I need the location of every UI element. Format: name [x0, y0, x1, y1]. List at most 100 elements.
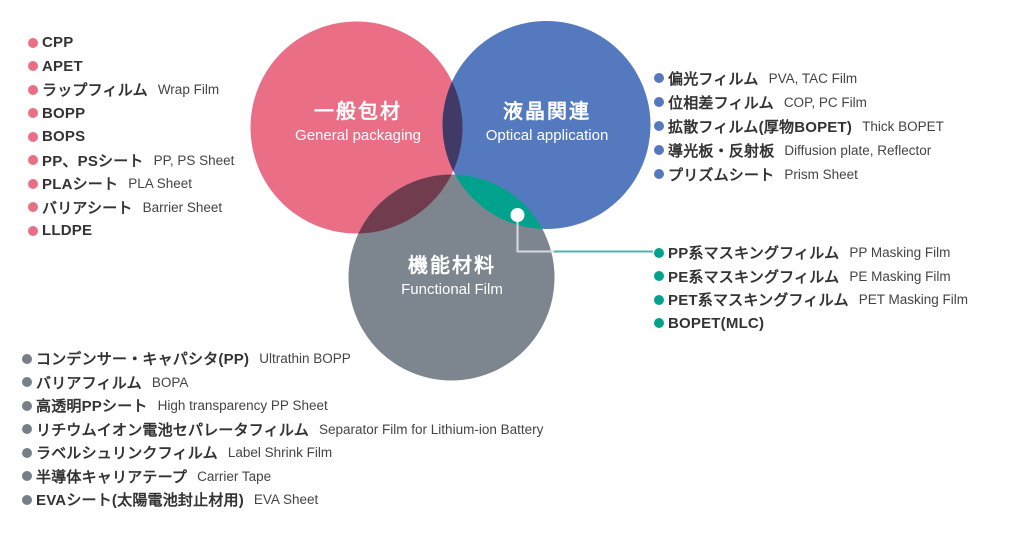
list-item: リチウムイオン電池セパレータフィルム Separator Film for Lit… [22, 418, 543, 442]
list-item: LLDPE [28, 219, 234, 243]
list-functional-film: コンデンサー・キャパシタ(PP) Ultrathin BOPP バリアフィルム BOP… [22, 347, 543, 512]
bullet-icon [28, 84, 38, 95]
bullet-icon [22, 353, 32, 364]
item-label-jp: 半導体キャリアテープ [36, 468, 188, 486]
item-label-en: PE Masking Film [849, 268, 951, 284]
item-label-en: EVA Sheet [253, 492, 319, 508]
list-item: コンデンサー・キャパシタ(PP) Ultrathin BOPP [22, 347, 543, 371]
list-item: ラベルシュリンクフィルム Label Shrink Film [22, 441, 543, 465]
bullet-icon [654, 271, 664, 282]
circle-functional-film [348, 174, 555, 381]
item-label-jp: EVAシート(太陽電池封止材用) [36, 492, 244, 510]
item-label-jp: CPP [42, 34, 74, 52]
list-item: 導光板・反射板 Diffusion plate, Reflector [654, 138, 944, 162]
item-label-jp: ラベルシュリンクフィルム [36, 445, 218, 463]
circle-general-packaging [250, 21, 463, 234]
item-label-jp: 高透明PPシート [36, 398, 148, 416]
item-label-jp: コンデンサー・キャパシタ(PP) [36, 351, 250, 369]
list-item: 偏光フィルム PVA, TAC Film [654, 66, 944, 90]
item-label-jp: リチウムイオン電池セパレータフィルム [36, 421, 310, 439]
item-label-jp: PET系マスキングフィルム [668, 292, 849, 310]
list-item: PP系マスキングフィルム PP Masking Film [654, 241, 968, 265]
item-label-jp: PE系マスキングフィルム [668, 268, 840, 286]
item-label-en: Diffusion plate, Reflector [784, 142, 932, 158]
item-label-en: PP Masking Film [849, 245, 951, 261]
item-label-en: Label Shrink Film [227, 445, 333, 461]
item-label-en: PVA, TAC Film [768, 70, 858, 86]
bullet-icon [28, 131, 38, 142]
list-item: バリアフィルム BOPA [22, 371, 543, 395]
bullet-icon [22, 447, 32, 458]
bullet-icon [28, 108, 38, 119]
bullet-icon [28, 225, 38, 236]
item-label-en: COP, PC Film [783, 94, 867, 110]
item-label-jp: バリアフィルム [36, 374, 142, 392]
list-item: BOPS [28, 125, 234, 149]
bullet-icon [22, 494, 32, 505]
bullet-icon [22, 377, 32, 388]
item-label-en: BOPA [151, 374, 189, 390]
bullet-icon [28, 202, 38, 213]
bullet-icon [22, 400, 32, 411]
item-label-jp: 拡散フィルム(厚物BOPET) [668, 118, 853, 136]
item-label-en: Thick BOPET [862, 118, 944, 134]
list-item: PET系マスキングフィルム PET Masking Film [654, 288, 968, 312]
item-label-en: Carrier Tape [197, 468, 272, 484]
bullet-icon [28, 61, 38, 72]
bullet-icon [654, 294, 664, 305]
list-item: EVAシート(太陽電池封止材用) EVA Sheet [22, 488, 543, 512]
bullet-icon [28, 37, 38, 48]
callout-line-inner [516, 216, 554, 253]
bullet-icon [654, 121, 664, 131]
item-label-en: PET Masking Film [858, 292, 969, 308]
bullet-icon [28, 155, 38, 166]
bullet-icon [654, 318, 664, 329]
item-label-en: Barrier Sheet [142, 199, 223, 215]
list-item: プリズムシート Prism Sheet [654, 162, 944, 186]
item-label-jp: PLAシート [42, 176, 119, 194]
item-label-en: PLA Sheet [128, 176, 193, 192]
item-label-jp: BOPS [42, 128, 86, 146]
bullet-icon [22, 471, 32, 482]
item-label-en: Wrap Film [157, 82, 220, 98]
list-item: 位相差フィルム COP, PC Film [654, 90, 944, 114]
item-label-en: High transparency PP Sheet [157, 398, 328, 414]
item-label-jp: 位相差フィルム [668, 94, 774, 112]
bullet-icon [654, 97, 664, 107]
item-label-jp: ラップフィルム [42, 82, 148, 100]
list-item: ラップフィルム Wrap Film [28, 78, 234, 102]
bullet-icon [654, 145, 664, 155]
list-item: CPP [28, 31, 234, 55]
item-label-jp: APET [42, 57, 83, 75]
list-item: APET [28, 55, 234, 79]
list-item: PLAシート PLA Sheet [28, 172, 234, 196]
bullet-icon [654, 73, 664, 83]
list-item: BOPP [28, 102, 234, 126]
item-label-jp: プリズムシート [668, 166, 775, 184]
item-label-jp: 導光板・反射板 [668, 142, 775, 160]
circle-optical-application [442, 21, 651, 229]
item-label-jp: LLDPE [42, 222, 93, 240]
bullet-icon [654, 169, 664, 179]
list-item: BOPET(MLC) [654, 312, 968, 336]
item-label-jp: PP系マスキングフィルム [668, 245, 840, 263]
item-label-en: PP, PS Sheet [153, 152, 235, 168]
list-optical-application: 偏光フィルム PVA, TAC Film 位相差フィルム COP, PC Film 拡散… [654, 66, 944, 186]
item-label-jp: バリアシート [42, 199, 133, 217]
list-item: PE系マスキングフィルム PE Masking Film [654, 265, 968, 289]
item-label-en: Separator Film for Lithium-ion Battery [319, 421, 544, 437]
item-label-jp: BOPET(MLC) [668, 314, 765, 332]
item-label-jp: 偏光フィルム [668, 70, 759, 88]
bullet-icon [654, 247, 664, 258]
item-label-en: Prism Sheet [784, 166, 858, 182]
list-item: 半導体キャリアテープ Carrier Tape [22, 465, 543, 489]
list-item: バリアシート Barrier Sheet [28, 196, 234, 220]
list-item: 拡散フィルム(厚物BOPET) Thick BOPET [654, 114, 944, 138]
item-label-jp: BOPP [42, 104, 86, 122]
item-label-en: Ultrathin BOPP [259, 351, 351, 367]
